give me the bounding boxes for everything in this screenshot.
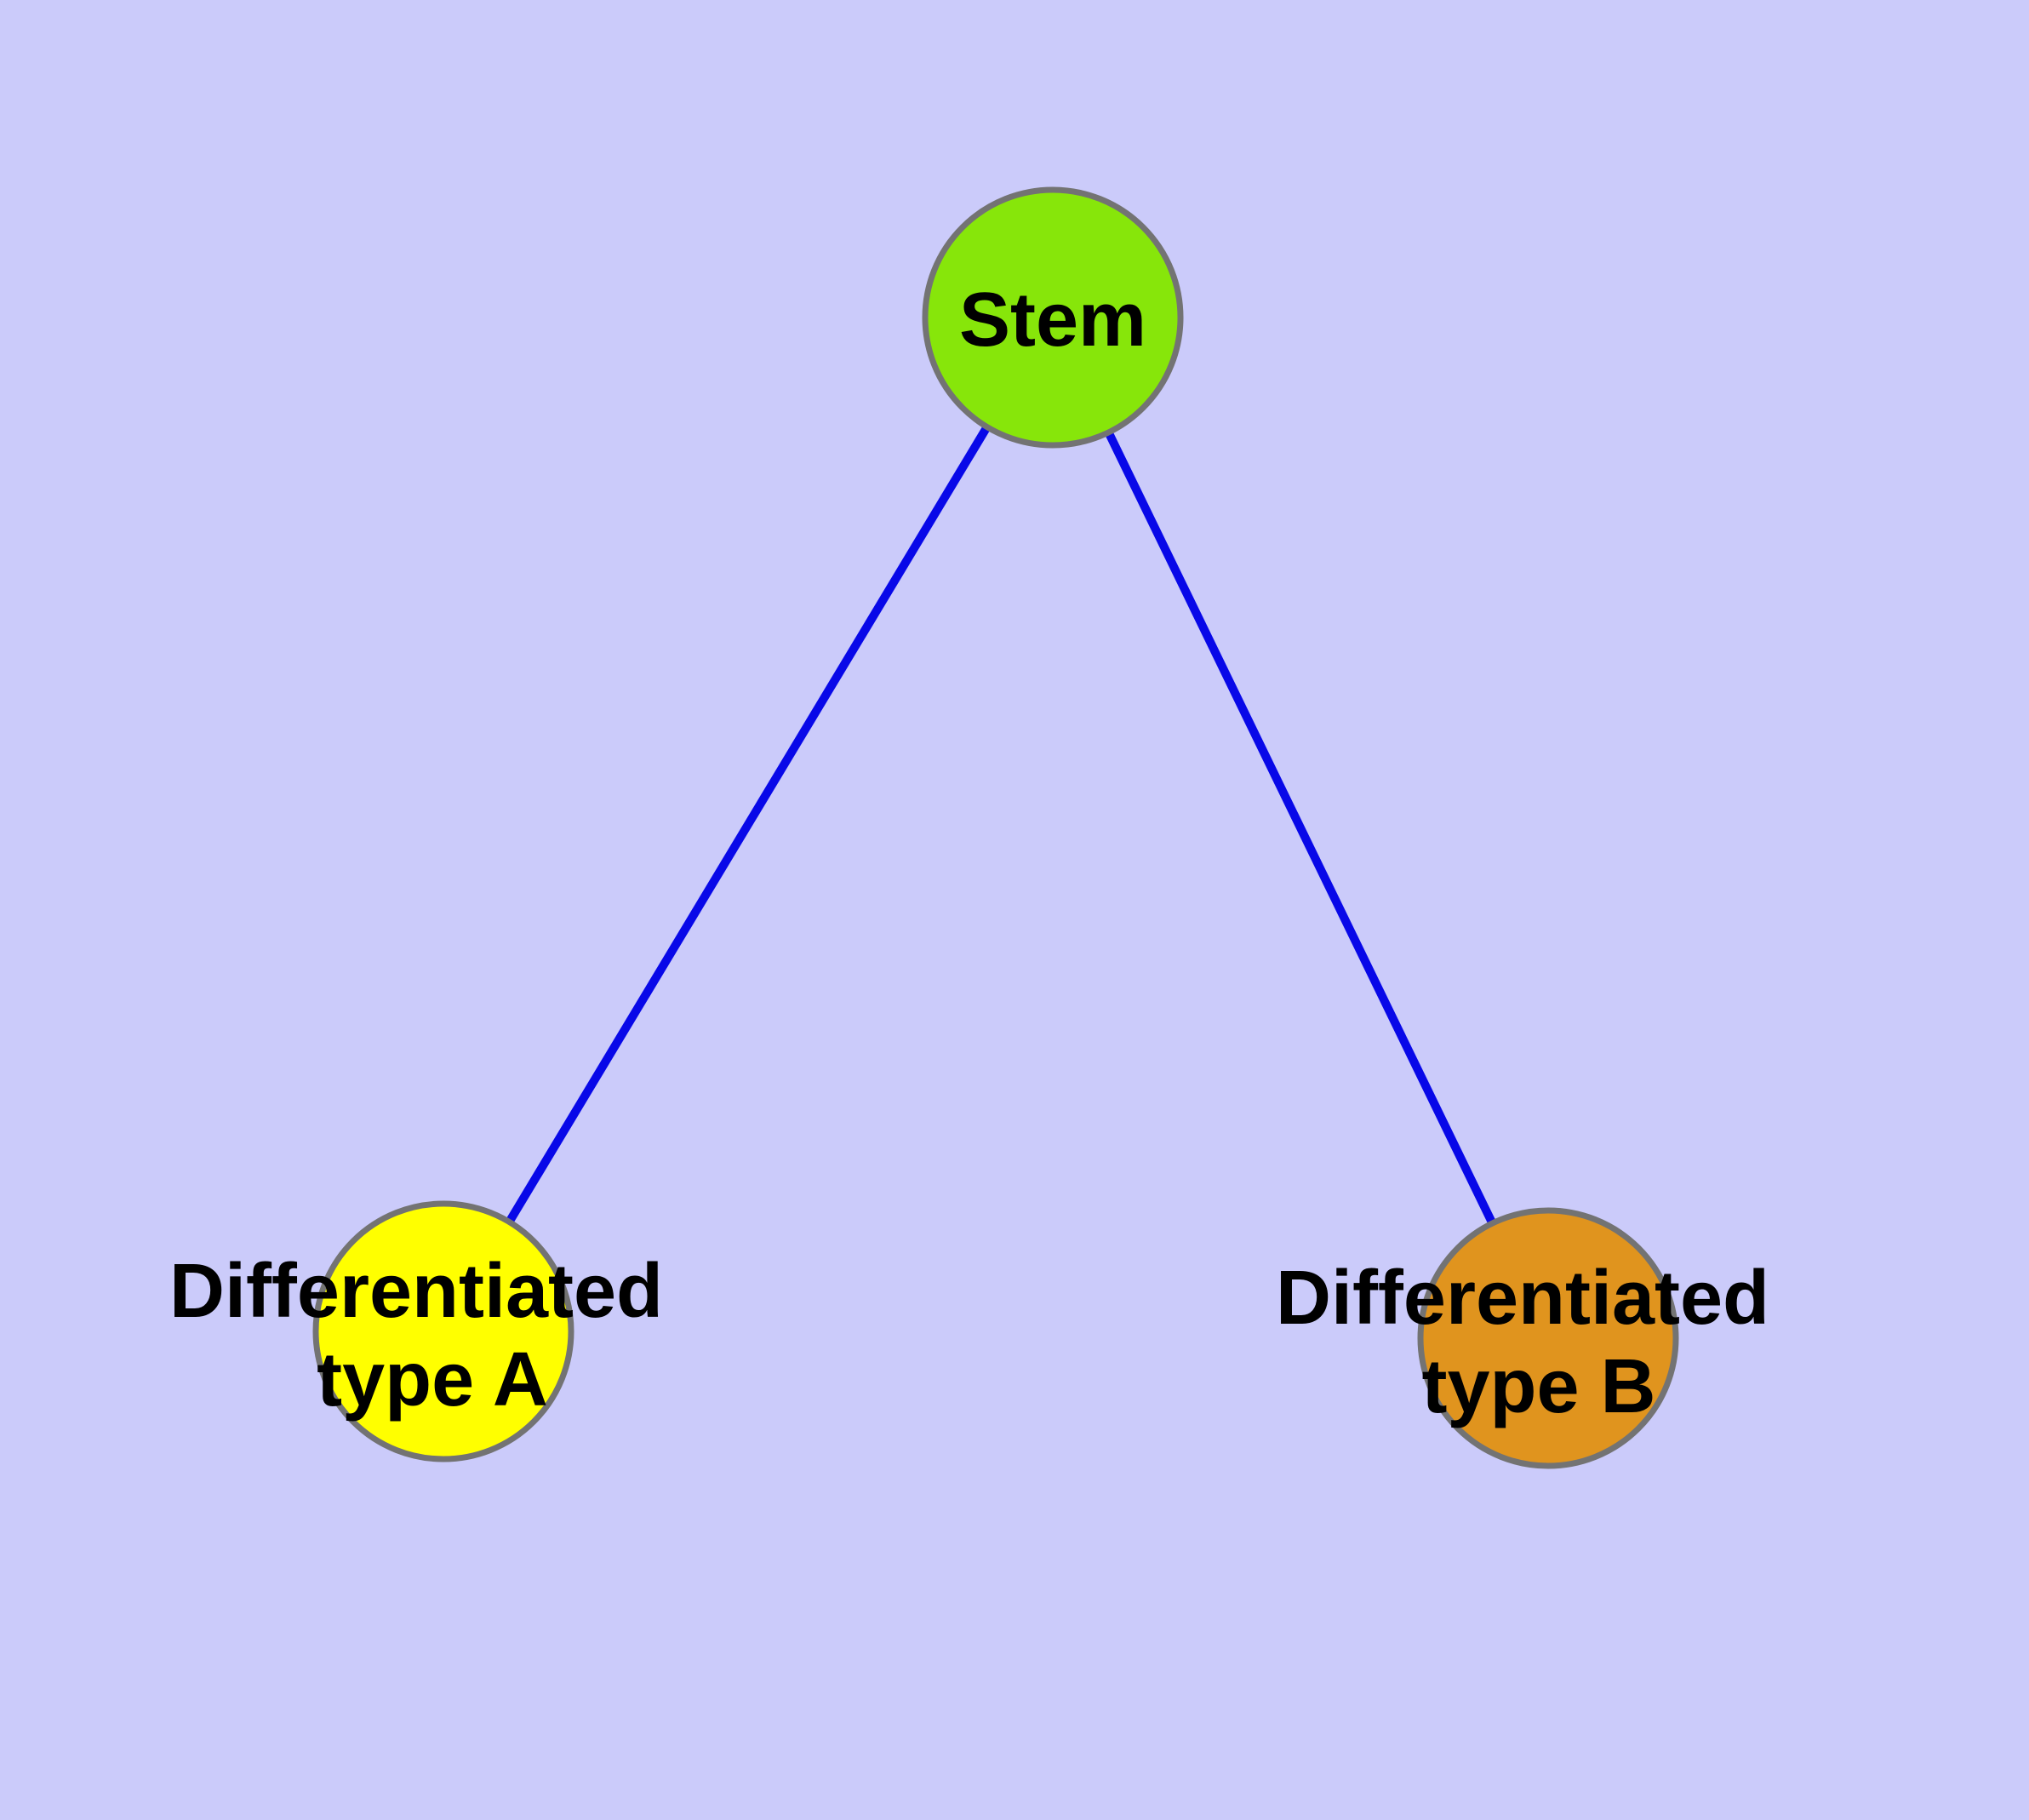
node-label-differentiated-type-a-line-1: Differentiated: [169, 1249, 663, 1334]
node-differentiated-type-a[interactable]: [312, 1200, 574, 1462]
edge-stem-to-differentiated-type-a[interactable]: [439, 315, 1057, 1334]
node-label-stem: Stem: [959, 278, 1146, 363]
edge-stem-to-differentiated-type-b[interactable]: [1049, 315, 1552, 1341]
node-label-differentiated-type-b-line-1: Differentiated: [1276, 1256, 1769, 1341]
node-label-differentiated-type-a-line-2: type A: [317, 1337, 548, 1422]
node-differentiated-type-b[interactable]: [1417, 1207, 1679, 1469]
node-stem[interactable]: [922, 186, 1184, 449]
node-label-differentiated-type-b-line-2: type B: [1421, 1344, 1655, 1429]
